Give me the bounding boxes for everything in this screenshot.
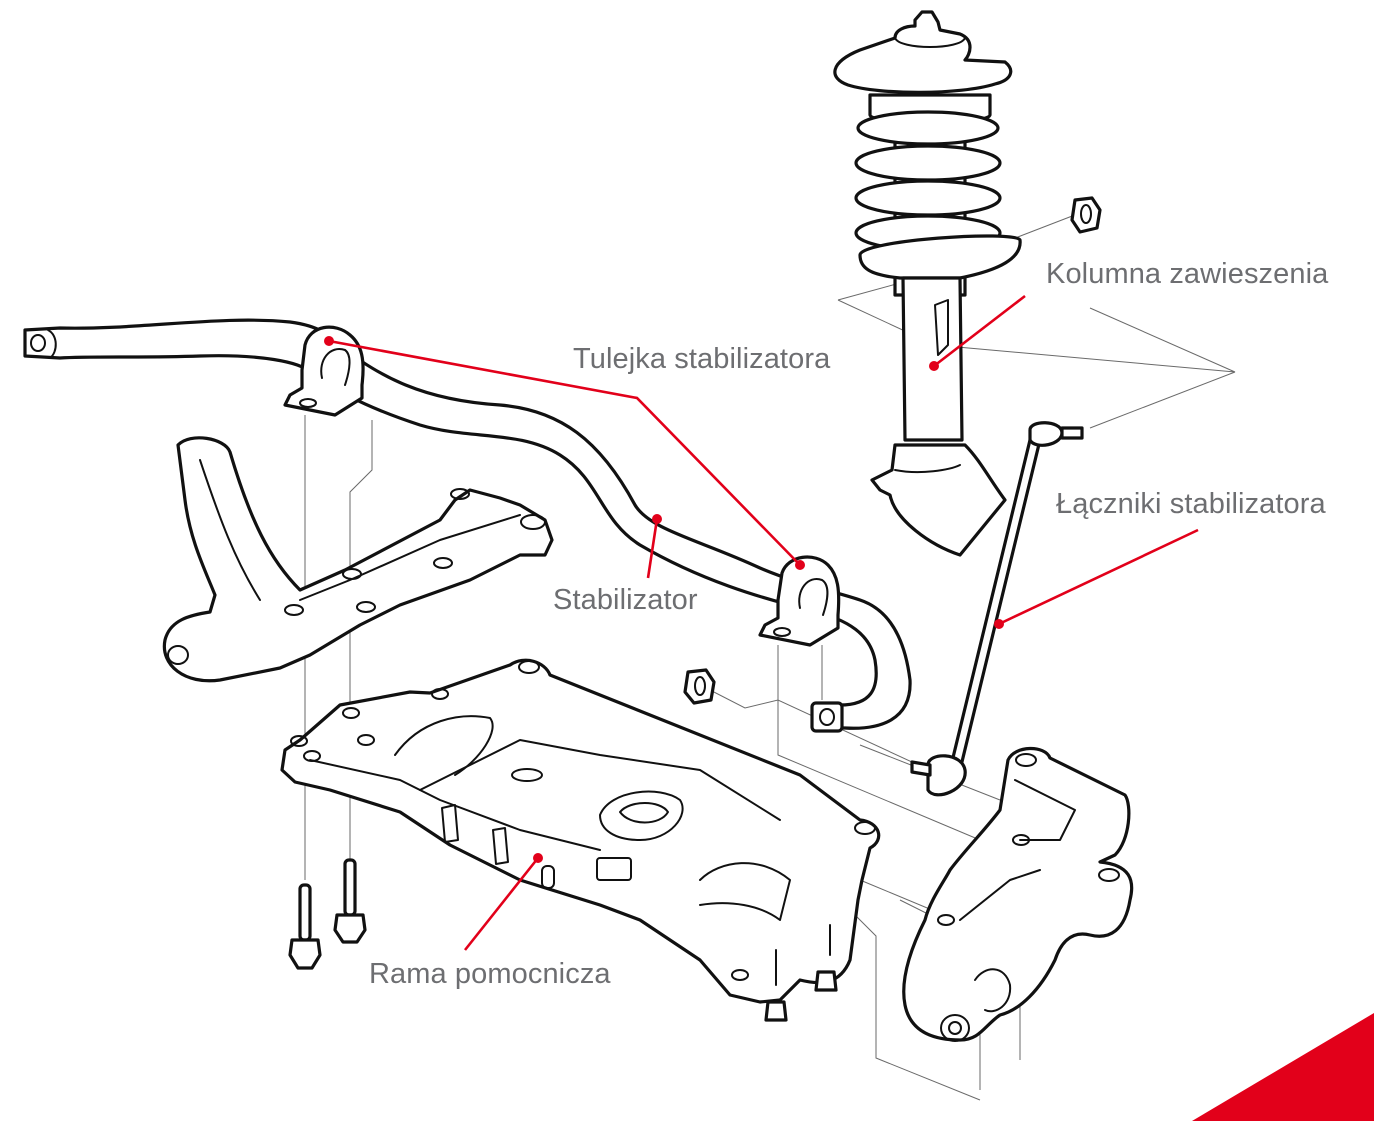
callout-dot-bushing-right — [795, 560, 805, 570]
leader-stabilizer — [646, 514, 662, 579]
callout-dot-bushing-left — [324, 336, 334, 346]
label-links: Łączniki stabilizatora — [1056, 488, 1326, 520]
callout-dot-strut — [929, 361, 939, 371]
leader-links — [994, 528, 1199, 629]
nut-middle — [683, 668, 716, 705]
nut-top — [1070, 196, 1102, 234]
suspension-strut — [833, 10, 1022, 557]
stabilizer-bushing-right — [758, 555, 841, 647]
callout-dot-subframe — [533, 853, 543, 863]
callout-dot-stabilizer — [652, 514, 662, 524]
leader-strut — [929, 294, 1026, 371]
label-stabilizer: Stabilizator — [553, 584, 698, 616]
right-knuckle-bracket — [902, 746, 1134, 1042]
leader-subframe — [463, 853, 543, 951]
stabilizer-bar — [23, 318, 912, 733]
left-knuckle-bracket — [162, 436, 554, 683]
red-corner-triangle — [1192, 1013, 1374, 1121]
label-subframe: Rama pomocnicza — [369, 958, 611, 990]
callout-dot-links — [994, 619, 1004, 629]
stabilizer-bushing-left — [283, 325, 365, 417]
subframe — [280, 658, 881, 1022]
bolt-right — [333, 858, 367, 944]
label-bushing: Tulejka stabilizatora — [573, 343, 831, 375]
stabilizer-link — [910, 421, 1084, 797]
leader-bushing — [324, 336, 805, 570]
label-strut: Kolumna zawieszenia — [1046, 258, 1329, 290]
bolt-left — [288, 883, 322, 970]
